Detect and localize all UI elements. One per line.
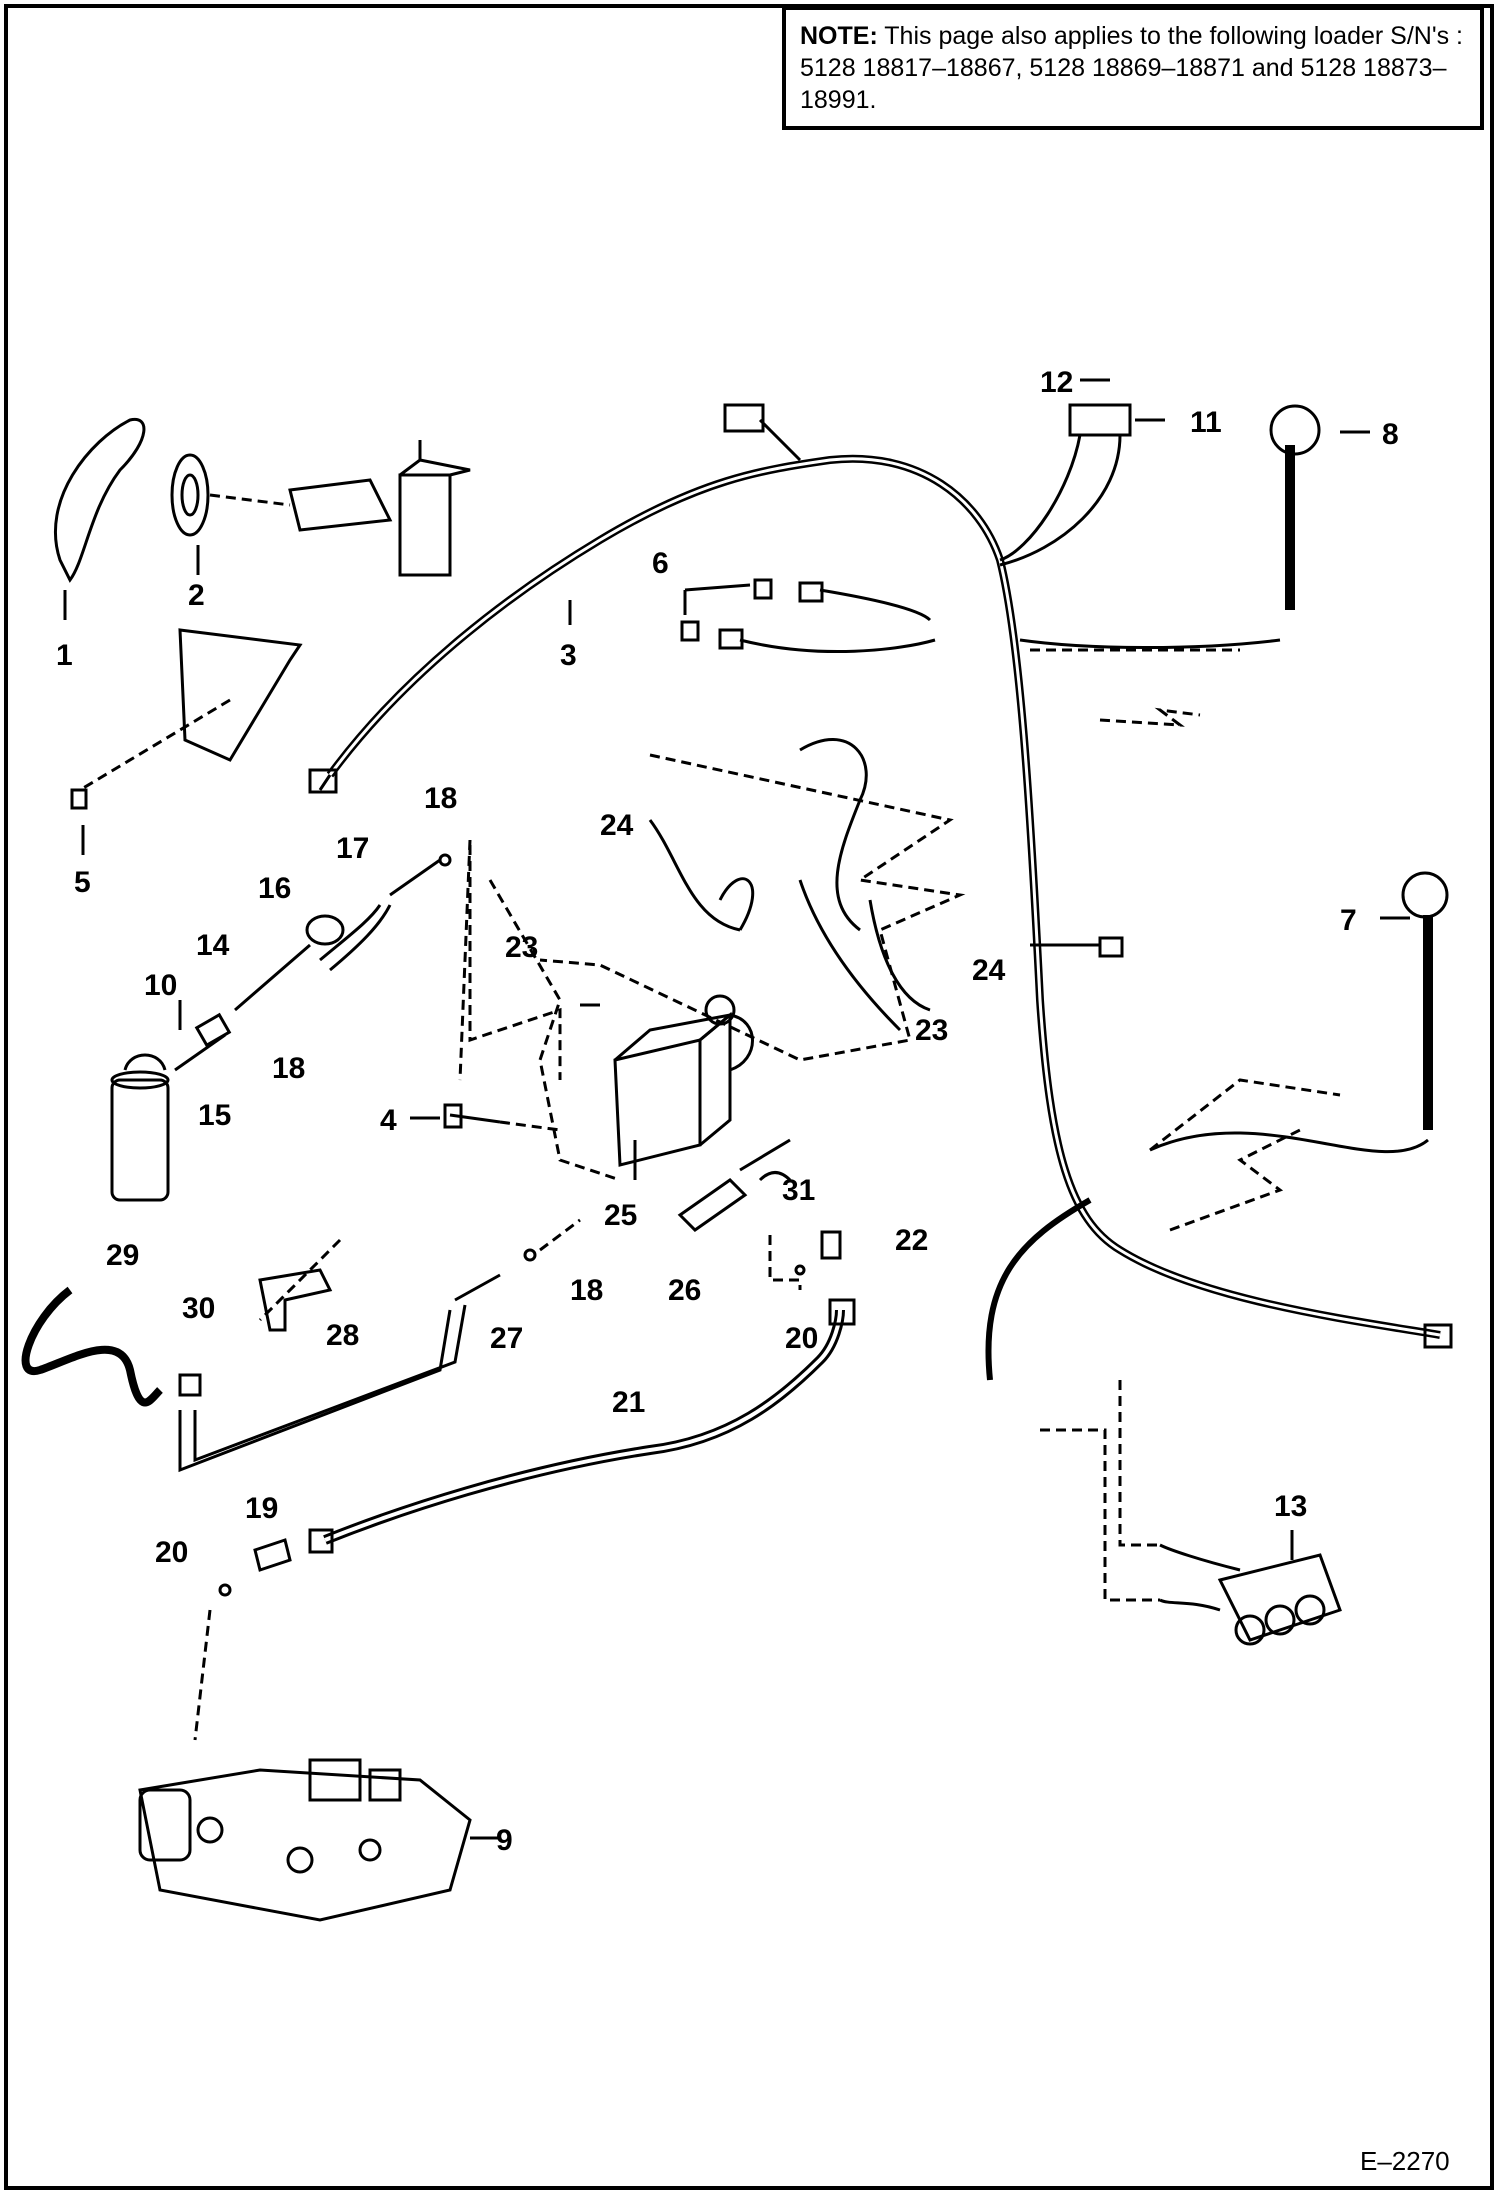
callout-18b: 18 <box>272 1052 305 1085</box>
callout-28: 28 <box>326 1319 359 1352</box>
callout-24a: 24 <box>600 809 634 842</box>
callout-1: 1 <box>56 639 73 672</box>
callout-29: 29 <box>106 1239 139 1272</box>
mounting-plate <box>178 628 303 762</box>
callout-17: 17 <box>336 832 369 865</box>
callout-23a: 23 <box>505 931 538 964</box>
callout-20b: 20 <box>785 1322 818 1355</box>
pulley-part <box>170 453 210 537</box>
callout-15: 15 <box>198 1099 231 1132</box>
tube-28 <box>178 1309 452 1473</box>
fitting-26 <box>677 1178 748 1232</box>
figure-code: E–2270 <box>1360 2146 1450 2176</box>
callout-27: 27 <box>490 1322 523 1355</box>
callout-13: 13 <box>1274 1490 1307 1523</box>
note-box: NOTE: This page also applies to the foll… <box>782 6 1484 130</box>
callout-25: 25 <box>604 1199 637 1232</box>
hose-29 <box>21 1286 163 1407</box>
hose-21 <box>323 1309 845 1545</box>
valve-block <box>613 1038 702 1167</box>
callout-22: 22 <box>895 1224 928 1257</box>
note-text: This page also applies to the following … <box>800 22 1463 114</box>
relay-part <box>1068 403 1132 437</box>
callout-19: 19 <box>245 1492 278 1525</box>
note-label: NOTE: <box>800 22 878 50</box>
callout-30: 30 <box>182 1292 215 1325</box>
callout-23b: 23 <box>915 1014 948 1047</box>
callout-6: 6 <box>652 547 669 580</box>
callout-24b: 24 <box>972 954 1006 987</box>
callout-7: 7 <box>1340 904 1357 937</box>
switch-part-7 <box>1401 871 1449 919</box>
callout-2: 2 <box>188 579 205 612</box>
callout-26: 26 <box>668 1274 701 1307</box>
callout-10: 10 <box>144 969 177 1002</box>
callout-20a: 20 <box>155 1536 188 1569</box>
callout-12: 12 <box>1040 366 1073 399</box>
callout-18c: 18 <box>570 1274 603 1307</box>
callout-9: 9 <box>496 1824 513 1857</box>
callout-16: 16 <box>258 872 291 905</box>
fan-drive-assembly <box>288 478 393 532</box>
main-wire-harness <box>326 454 1441 1339</box>
callout-5: 5 <box>74 866 91 899</box>
bolt-part <box>449 1113 501 1124</box>
callout-8: 8 <box>1382 418 1399 451</box>
callout-14: 14 <box>196 929 230 962</box>
callout-18a: 18 <box>424 782 457 815</box>
hydraulic-pump <box>138 1768 472 1922</box>
callout-11: 11 <box>1190 406 1222 439</box>
filter-canister <box>110 1078 170 1202</box>
callout-4: 4 <box>380 1104 397 1137</box>
nut-part <box>70 788 88 810</box>
callout-21: 21 <box>612 1386 645 1419</box>
control-valve <box>1217 1553 1342 1642</box>
callout-3: 3 <box>560 639 577 672</box>
callout-31: 31 <box>782 1174 815 1207</box>
belt-part <box>53 417 146 583</box>
